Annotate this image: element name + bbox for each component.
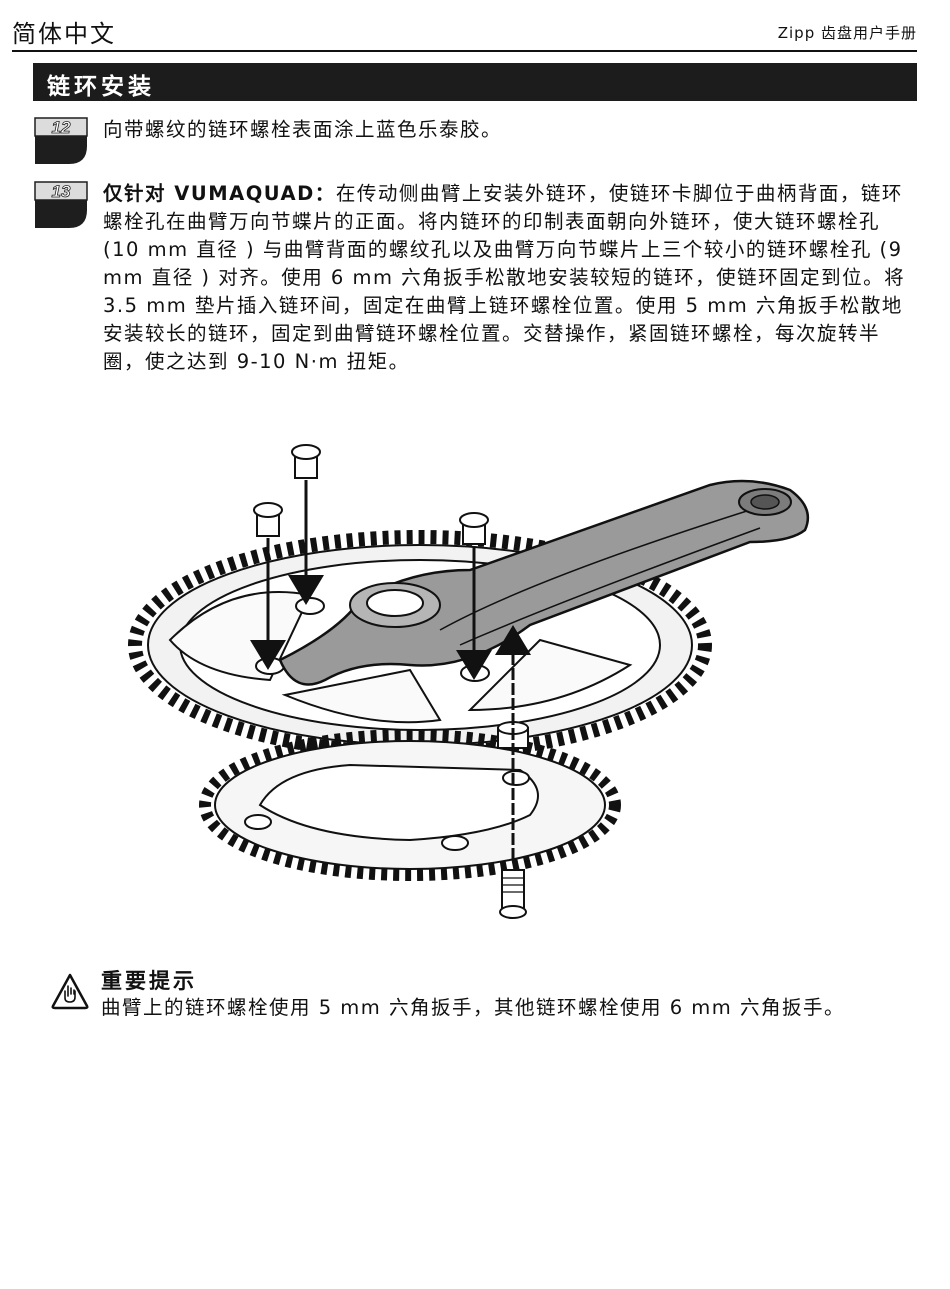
crankset-chainring-diagram-icon: [128, 444, 810, 919]
note-title: 重要提示: [101, 969, 197, 993]
step-number: 12: [52, 118, 71, 137]
step-lead: 仅针对 VUMAQUAD：: [103, 182, 336, 205]
step-badge-icon: 13: [34, 181, 88, 228]
note-text: 曲臂上的链环螺栓使用 5 mm 六角扳手，其他链环螺栓使用 6 mm 六角扳手。: [101, 996, 845, 1019]
step-instruction: 向带螺纹的链环螺栓表面涂上蓝色乐泰胶。: [103, 118, 503, 141]
step-badge-icon: 12: [34, 117, 88, 164]
language-label: 简体中文: [12, 20, 116, 48]
step-text: 向带螺纹的链环螺栓表面涂上蓝色乐泰胶。: [103, 116, 918, 144]
section-banner: 链环安装: [33, 63, 917, 101]
step-number: 13: [52, 182, 71, 201]
manual-title: Zipp 齿盘用户手册: [777, 24, 917, 42]
hand-warning-icon: [51, 973, 89, 1010]
page-header: 简体中文 Zipp 齿盘用户手册: [12, 14, 917, 52]
section-title: 链环安装: [47, 74, 155, 100]
step-text: 仅针对 VUMAQUAD：在传动侧曲臂上安装外链环，使链环卡脚位于曲柄背面，链环…: [103, 180, 918, 376]
step-instruction: 在传动侧曲臂上安装外链环，使链环卡脚位于曲柄背面，链环螺栓孔在曲臂万向节蝶片的正…: [103, 182, 906, 373]
